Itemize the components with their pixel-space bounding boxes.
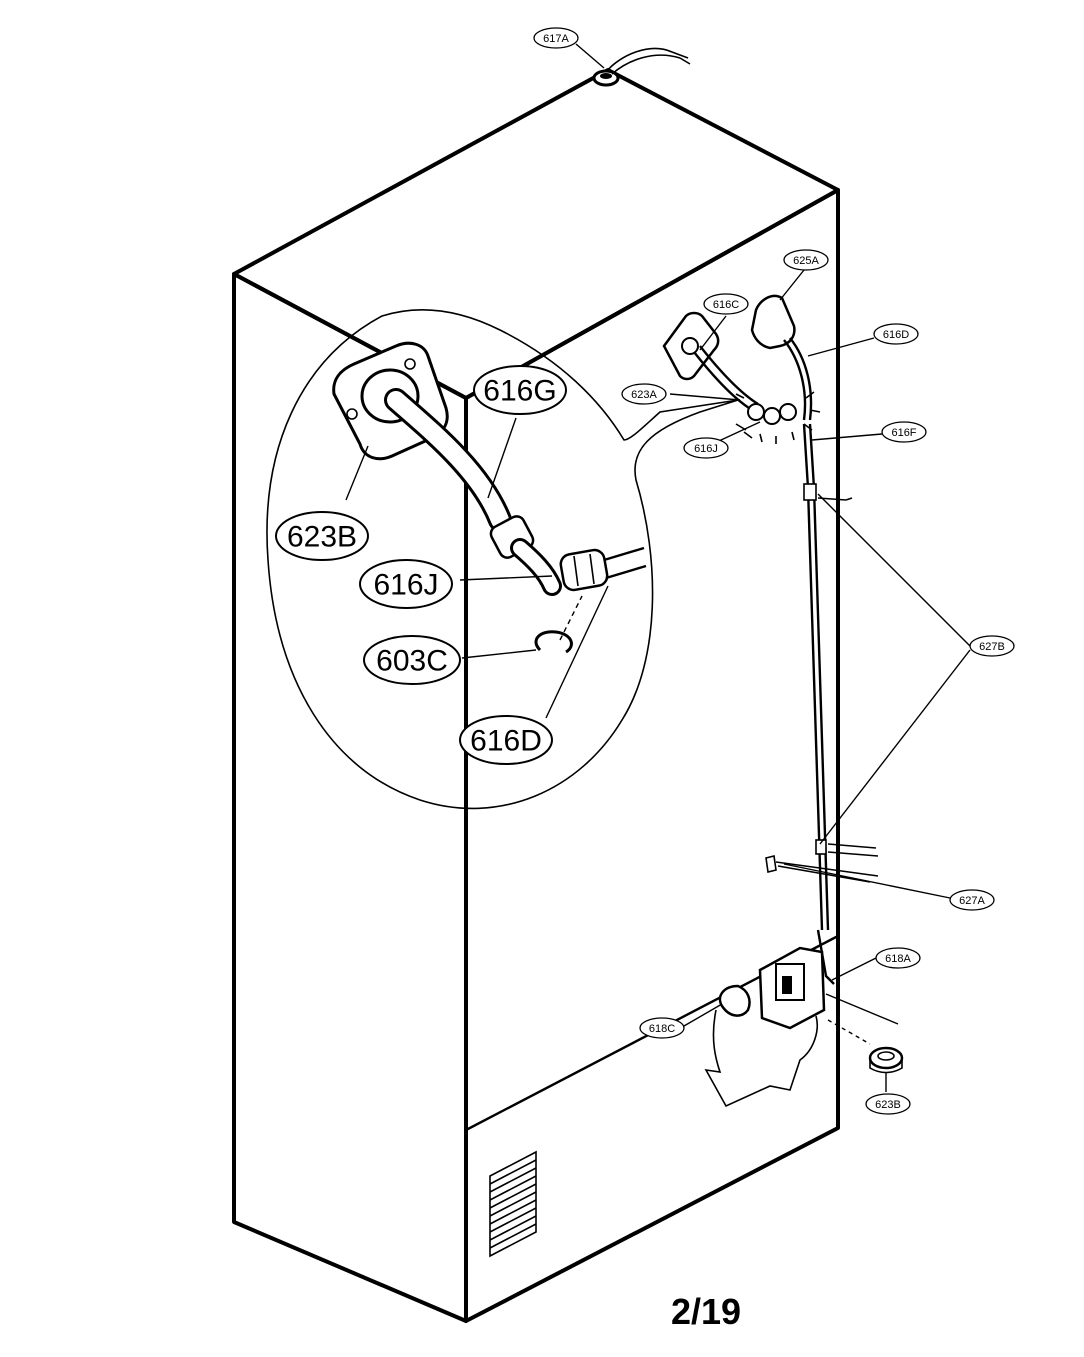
callout-603c: 603C: [363, 635, 461, 685]
callout-616j-label: 616J: [694, 443, 718, 455]
valve-618c: [718, 984, 751, 1017]
rear-plumbing: [662, 294, 904, 1108]
callout-616g-label: 616G: [483, 375, 556, 408]
water-tube-616d: [603, 546, 647, 580]
nut-623b: [868, 1046, 904, 1074]
valve-625a: [750, 294, 796, 350]
callout-616j-detail-label: 616J: [373, 569, 438, 602]
callout-618c-label: 618C: [649, 1023, 675, 1035]
callout-627a-label: 627A: [959, 895, 985, 907]
main-leaders: [575, 43, 971, 1092]
tube-616c: [693, 351, 753, 412]
callout-616d-detail-label: 616D: [470, 725, 542, 758]
detail-leaders: [345, 417, 609, 719]
callout-616d: 616D: [873, 323, 919, 345]
callout-627a: 627A: [949, 889, 995, 911]
refrigerator-cabinet: [232, 68, 840, 1323]
callout-623b-detail: 623B: [275, 511, 369, 561]
callout-617a: 617A: [533, 27, 579, 49]
clamp-627b-lower: [815, 839, 827, 855]
callout-616j: 616J: [683, 437, 729, 459]
callout-618c: 618C: [639, 1017, 685, 1039]
callout-625a: 625A: [783, 249, 829, 271]
callout-616c-label: 616C: [713, 299, 739, 311]
page-number: 2/19: [671, 1291, 741, 1332]
callout-618a-label: 618A: [885, 953, 911, 965]
callout-623b: 623B: [865, 1093, 911, 1115]
callout-623a: 623A: [621, 383, 667, 405]
detail-bubble-outline: [266, 309, 739, 810]
callout-616f: 616F: [881, 421, 927, 443]
callout-616c: 616C: [703, 293, 749, 315]
callout-616d-detail: 616D: [459, 715, 553, 765]
tube-616d-main: [783, 339, 807, 421]
screw-627a: [765, 855, 879, 883]
callout-603c-label: 603C: [376, 645, 448, 678]
callout-623a-label: 623A: [631, 389, 657, 401]
callout-616f-label: 616F: [891, 427, 916, 439]
joint-cluster-616j: [735, 391, 821, 444]
callout-618a: 618A: [875, 947, 921, 969]
callout-627b-label: 627B: [979, 641, 1005, 653]
callout-627b: 627B: [969, 635, 1015, 657]
water-valve-assembly: [704, 929, 899, 1108]
cabinet-top-face: [232, 68, 840, 400]
callout-616j-detail: 616J: [359, 559, 453, 609]
callout-623b-detail-label: 623B: [287, 521, 357, 554]
callout-617a-label: 617A: [543, 33, 569, 45]
elbow-union-616j: [489, 515, 609, 596]
cabinet-rear-face: [464, 188, 840, 1323]
inlet-grommet-617a: [592, 47, 691, 87]
detail-magnifier: [266, 309, 739, 810]
callout-616g: 616G: [473, 365, 567, 415]
water-tube-616g: [387, 391, 509, 529]
retaining-clip-603c: [534, 630, 573, 654]
callout-623b-label: 623B: [875, 1099, 901, 1111]
callout-616d-label: 616D: [883, 329, 909, 341]
vent-grille: [489, 1150, 537, 1258]
callout-625a-label: 625A: [793, 255, 819, 267]
